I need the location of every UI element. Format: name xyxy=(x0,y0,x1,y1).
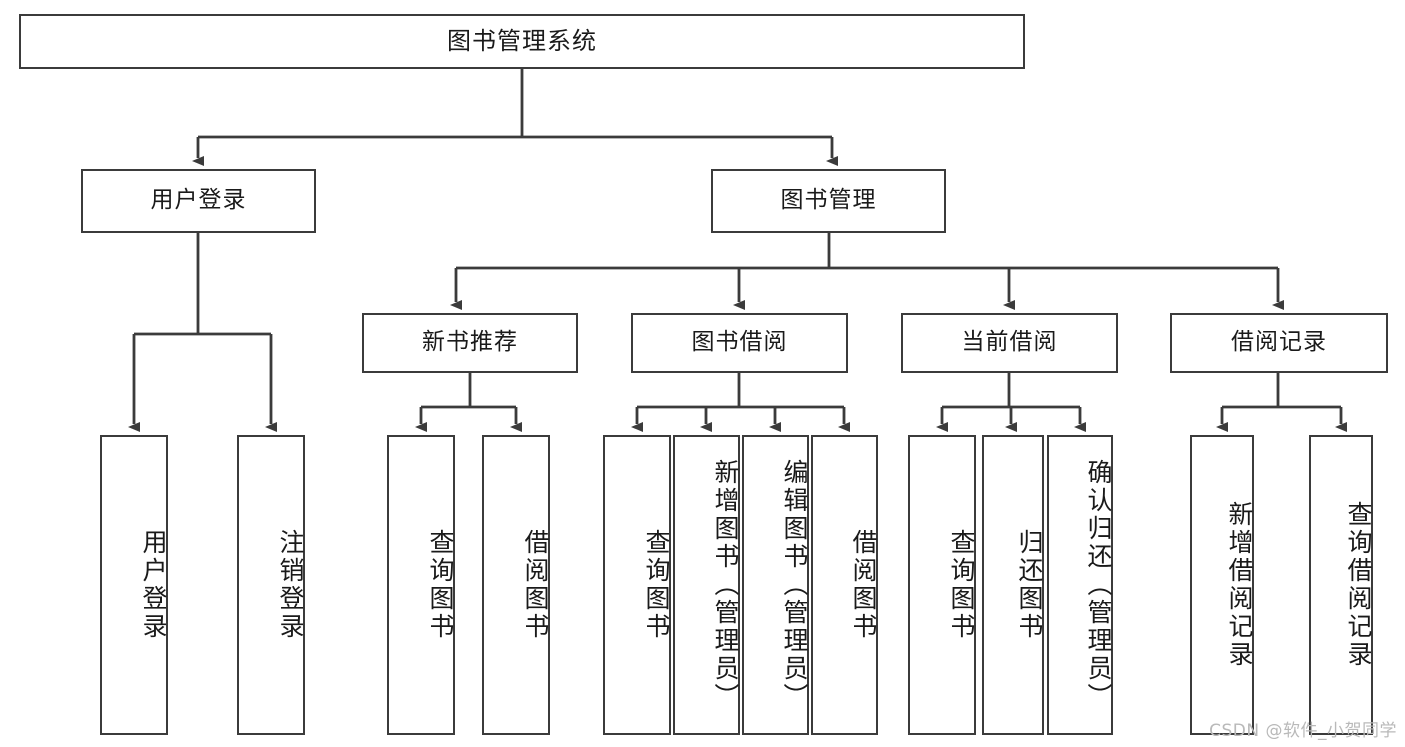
node-user-login[interactable]: 用户登录 xyxy=(81,169,316,233)
leaf-label: 确认归还（管理员） xyxy=(1084,459,1113,711)
node-book-management[interactable]: 图书管理 xyxy=(711,169,946,233)
leaf-borrow-book-1[interactable]: 借阅图书 xyxy=(482,435,550,735)
leaf-return-book[interactable]: 归还图书 xyxy=(982,435,1044,735)
leaf-label: 借阅图书 xyxy=(849,529,878,641)
leaf-label: 借阅图书 xyxy=(521,529,550,641)
leaf-query-book-3[interactable]: 查询图书 xyxy=(908,435,976,735)
leaf-query-borrow-record[interactable]: 查询借阅记录 xyxy=(1309,435,1373,735)
leaf-label: 编辑图书（管理员） xyxy=(780,459,809,711)
node-new-book-recommend[interactable]: 新书推荐 xyxy=(362,313,578,373)
leaf-user-login[interactable]: 用户登录 xyxy=(100,435,168,735)
leaf-add-book-admin[interactable]: 新增图书（管理员） xyxy=(673,435,740,735)
node-root-title[interactable]: 图书管理系统 xyxy=(19,14,1025,69)
leaf-borrow-book-2[interactable]: 借阅图书 xyxy=(811,435,878,735)
leaf-label: 查询图书 xyxy=(642,529,671,641)
leaf-query-book-1[interactable]: 查询图书 xyxy=(387,435,455,735)
leaf-query-book-2[interactable]: 查询图书 xyxy=(603,435,671,735)
leaf-label: 新增图书（管理员） xyxy=(711,459,740,711)
leaf-label: 用户登录 xyxy=(139,529,168,641)
csdn-watermark: CSDN @软件_小贺同学 xyxy=(1209,721,1397,741)
node-current-borrow[interactable]: 当前借阅 xyxy=(901,313,1118,373)
leaf-confirm-return-admin[interactable]: 确认归还（管理员） xyxy=(1047,435,1113,735)
node-book-borrow[interactable]: 图书借阅 xyxy=(631,313,848,373)
leaf-add-borrow-record[interactable]: 新增借阅记录 xyxy=(1190,435,1254,735)
leaf-label: 查询图书 xyxy=(947,529,976,641)
leaf-label: 查询图书 xyxy=(426,529,455,641)
leaf-user-logout[interactable]: 注销登录 xyxy=(237,435,305,735)
leaf-label: 新增借阅记录 xyxy=(1225,501,1254,669)
leaf-edit-book-admin[interactable]: 编辑图书（管理员） xyxy=(742,435,809,735)
leaf-label: 归还图书 xyxy=(1015,529,1044,641)
node-borrow-record[interactable]: 借阅记录 xyxy=(1170,313,1388,373)
leaf-label: 注销登录 xyxy=(276,529,305,641)
leaf-label: 查询借阅记录 xyxy=(1344,501,1373,669)
